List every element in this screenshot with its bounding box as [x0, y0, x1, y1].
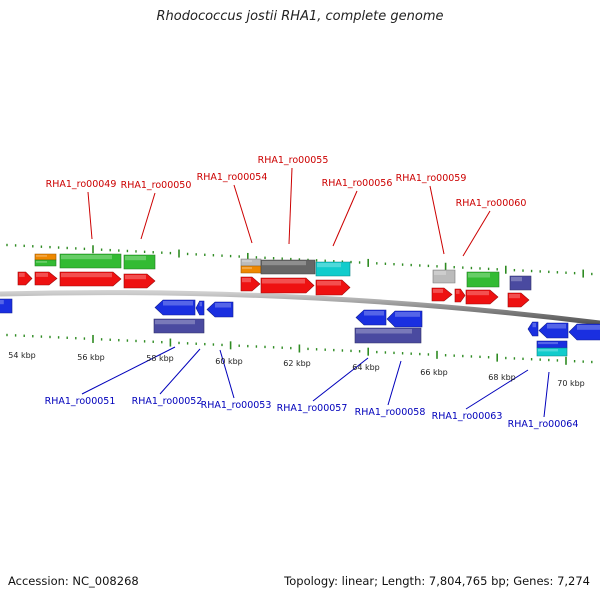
gene-feature-cyan	[536, 347, 568, 357]
label-leader-line	[465, 369, 529, 410]
gene-feature-green	[59, 253, 122, 269]
axis-labels: 54 kbp 56 kbp 58 kbp 60 kbp 62 kbp 64 kbp 66 k…	[8, 351, 585, 388]
axis-label-kbp: 54 kbp	[8, 351, 36, 360]
label-leader-line	[233, 184, 253, 244]
gene-features	[0, 253, 600, 357]
gene-arrow-forward	[59, 271, 122, 287]
gene-arrow-reverse	[355, 309, 387, 326]
gene-feature-navy	[153, 318, 205, 334]
axis-label-kbp: 56 kbp	[77, 353, 105, 362]
gene-arrow-forward	[260, 277, 315, 294]
gene-arrow-forward	[454, 288, 466, 303]
gene-arrow-forward	[315, 279, 351, 296]
label-leader-line	[87, 191, 93, 240]
gene-feature-lightgray	[432, 269, 456, 284]
gene-feature-orange	[34, 253, 57, 261]
gene-arrow-forward	[507, 292, 530, 308]
gene-feature-lightgray	[240, 258, 262, 267]
gene-arrow-reverse	[568, 323, 600, 341]
gene-arrow-forward	[240, 276, 261, 292]
gene-arrow-forward	[465, 289, 499, 305]
gene-feature-green	[466, 271, 500, 288]
axis-label-kbp: 66 kbp	[420, 368, 448, 377]
label-leader-line	[332, 190, 358, 247]
gene-label-rha1-ro00058[interactable]: RHA1_ro00058	[355, 407, 426, 418]
axis-label-kbp: 68 kbp	[488, 373, 516, 382]
gene-arrow-forward	[34, 271, 58, 286]
gene-arrow-forward	[17, 271, 33, 286]
label-leader-line	[462, 210, 491, 257]
label-leader-line	[387, 360, 402, 406]
axis-label-kbp: 58 kbp	[146, 354, 174, 363]
axis-label-kbp: 64 kbp	[352, 363, 380, 372]
gene-label-rha1-ro00049[interactable]: RHA1_ro00049	[46, 179, 117, 190]
gene-label-rha1-ro00052[interactable]: RHA1_ro00052	[132, 396, 203, 407]
label-leader-line	[159, 348, 201, 395]
gene-label-rha1-ro00056[interactable]: RHA1_ro00056	[322, 178, 393, 189]
gene-label-rha1-ro00059[interactable]: RHA1_ro00059	[396, 173, 467, 184]
gene-label-rha1-ro00055[interactable]: RHA1_ro00055	[258, 155, 329, 166]
gene-label-rha1-ro00050[interactable]: RHA1_ro00050	[121, 180, 192, 191]
label-leader-line	[429, 185, 445, 255]
gene-arrow-reverse	[195, 300, 205, 316]
label-leader-line	[81, 346, 176, 395]
gene-label-rha1-ro00053[interactable]: RHA1_ro00053	[201, 400, 272, 411]
gene-arrow-reverse	[538, 322, 569, 339]
gene-label-rha1-ro00051[interactable]: RHA1_ro00051	[45, 396, 116, 407]
gene-label-rha1-ro00063[interactable]: RHA1_ro00063	[432, 411, 503, 422]
tick-marks	[6, 243, 593, 365]
gene-arrow-reverse	[206, 301, 234, 318]
accession-text: Accession: NC_008268	[8, 574, 139, 588]
label-leader-line	[543, 371, 550, 418]
genome-stats-text: Topology: linear; Length: 7,804,765 bp; …	[284, 574, 590, 588]
gene-arrow-reverse	[527, 321, 539, 337]
gene-feature-green	[123, 254, 156, 270]
label-leader-line	[312, 357, 369, 402]
axis-label-kbp: 62 kbp	[283, 359, 311, 368]
gene-arrow-reverse	[154, 299, 196, 316]
gene-feature-navy	[509, 275, 532, 291]
label-leader-line	[219, 349, 235, 399]
axis-label-kbp: 60 kbp	[215, 357, 243, 366]
gene-feature-blue	[536, 340, 568, 349]
map-title: Rhodococcus jostii RHA1, complete genome	[156, 9, 444, 24]
gene-feature-orange	[240, 265, 262, 274]
gene-feature-gray	[260, 259, 316, 275]
gene-label-rha1-ro00057[interactable]: RHA1_ro00057	[277, 403, 348, 414]
gene-arrow-reverse	[386, 310, 423, 328]
gene-feature-green	[34, 259, 57, 267]
genome-backbone	[0, 290, 600, 326]
gene-feature-navy	[354, 327, 422, 344]
label-leaders	[81, 167, 550, 418]
gene-label-rha1-ro00054[interactable]: RHA1_ro00054	[197, 172, 268, 183]
label-leader-line	[140, 192, 156, 240]
gene-arrow-reverse	[0, 298, 13, 314]
gene-arrow-forward	[431, 287, 453, 302]
gene-arrow-forward	[123, 273, 156, 289]
gene-label-rha1-ro00060[interactable]: RHA1_ro00060	[456, 198, 527, 209]
gene-label-rha1-ro00064[interactable]: RHA1_ro00064	[508, 419, 579, 430]
gene-feature-cyan	[315, 261, 351, 277]
label-leader-line	[288, 167, 293, 245]
axis-label-kbp: 70 kbp	[557, 379, 585, 388]
